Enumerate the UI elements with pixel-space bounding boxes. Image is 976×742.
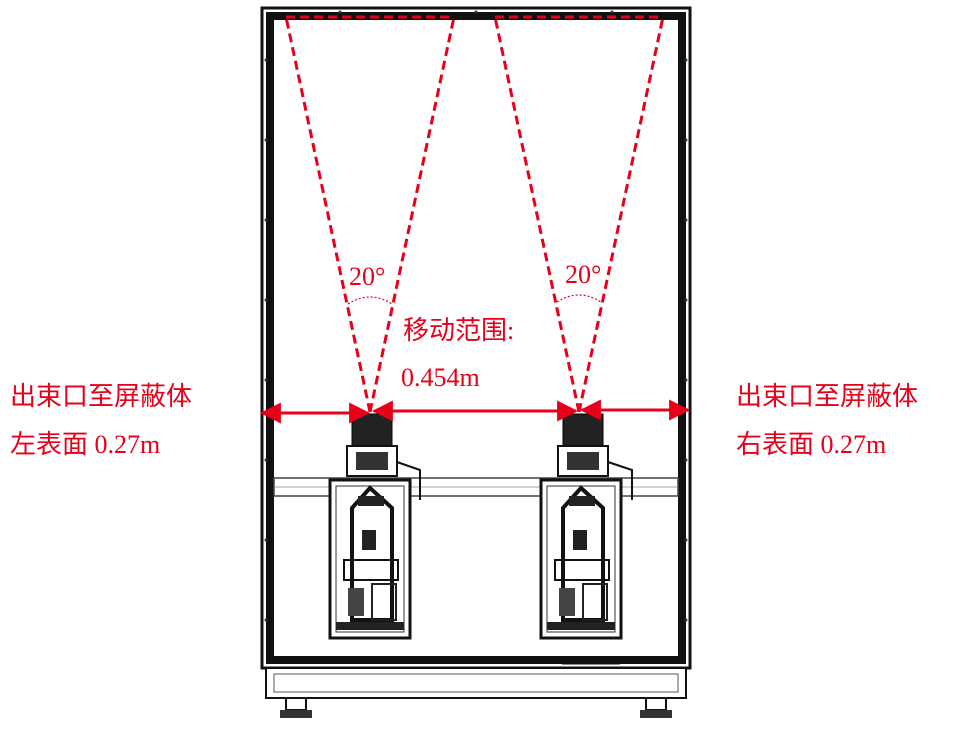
right-distance-line1: 出束口至屏蔽体 <box>736 382 919 411</box>
xray-source-right <box>539 413 633 640</box>
xray-source-left <box>328 413 421 640</box>
angle-arc-left <box>347 296 393 305</box>
beam-angle-label-right: 20° <box>565 260 601 289</box>
movement-range-value: 0.454m <box>401 363 480 392</box>
movement-range-label: 移动范围: <box>403 316 515 345</box>
right-distance-line2: 右表面 0.27m <box>736 430 887 459</box>
left-distance-line1: 出束口至屏蔽体 <box>10 382 193 411</box>
beam-angle-label-left: 20° <box>349 262 385 291</box>
left-distance-line2: 左表面 0.27m <box>10 430 161 459</box>
base-stand <box>265 661 687 718</box>
beam-cone-left <box>284 15 456 413</box>
angle-arc-right <box>556 294 602 303</box>
beam-cone-right <box>493 15 665 413</box>
